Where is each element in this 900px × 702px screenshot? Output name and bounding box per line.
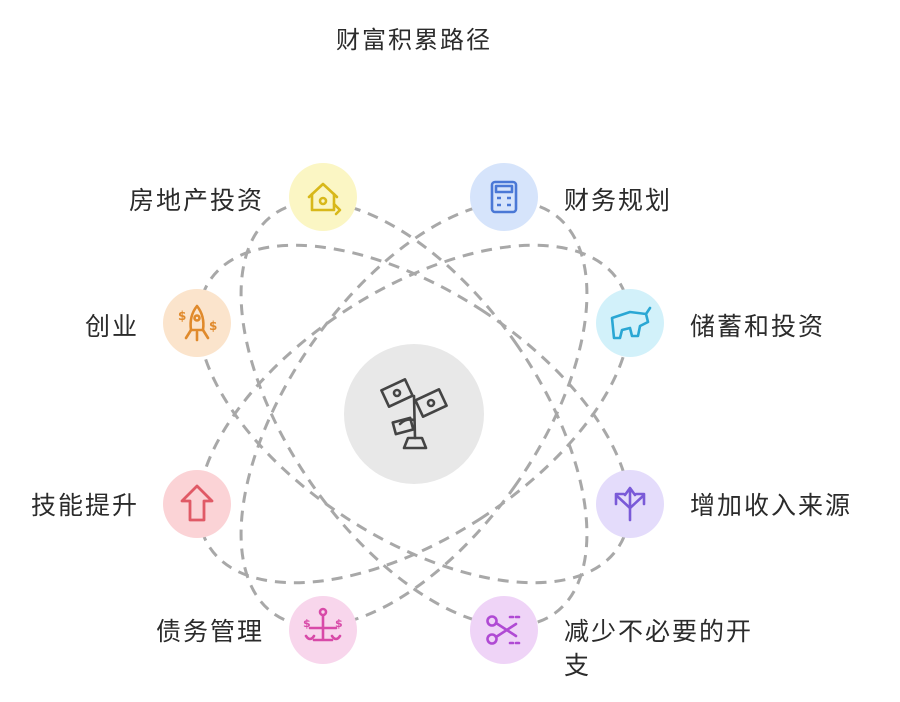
node-financial-planning <box>470 163 538 231</box>
svg-text:$: $ <box>303 617 311 630</box>
svg-text:$: $ <box>209 319 217 333</box>
orbit-ellipse <box>197 243 631 585</box>
node-real-estate <box>289 163 357 231</box>
node-cut-expenses <box>470 596 538 664</box>
orbit-ellipse <box>239 200 589 628</box>
house-tag-icon <box>307 182 342 216</box>
label-entrepreneurship: 创业 <box>84 312 139 341</box>
bull-icon <box>610 306 652 340</box>
node-skill-upgrade <box>163 470 231 538</box>
label-cut-expenses: 减少不必要的开支 <box>564 617 754 680</box>
label-more-income: 增加收入来源 <box>690 491 853 520</box>
split-arrows-icon <box>614 486 646 522</box>
balance-money-icon: $ $ <box>303 607 343 642</box>
node-saving-investing <box>596 289 664 357</box>
diagram-title: 财富积累路径 <box>336 26 492 54</box>
svg-text:$: $ <box>178 309 186 323</box>
label-saving-investing: 储蓄和投资 <box>690 312 826 341</box>
orbit-ellipse <box>239 200 589 628</box>
node-entrepreneurship: $ $ <box>163 289 231 357</box>
arrow-up-icon <box>180 484 214 522</box>
label-real-estate: 房地产投资 <box>128 186 264 215</box>
label-debt-management: 债务管理 <box>155 617 264 646</box>
scissors-cut-icon <box>486 615 522 645</box>
center-hub <box>344 344 484 484</box>
label-skill-upgrade: 技能提升 <box>30 491 139 520</box>
orbit-ellipse <box>197 243 631 585</box>
money-plant-icon <box>380 378 448 450</box>
node-more-income <box>596 470 664 538</box>
rocket-money-icon: $ $ <box>178 304 217 342</box>
svg-text:$: $ <box>335 617 343 630</box>
calculator-icon <box>490 180 518 214</box>
label-financial-planning: 财务规划 <box>564 186 673 215</box>
node-debt-management: $ $ <box>289 596 357 664</box>
